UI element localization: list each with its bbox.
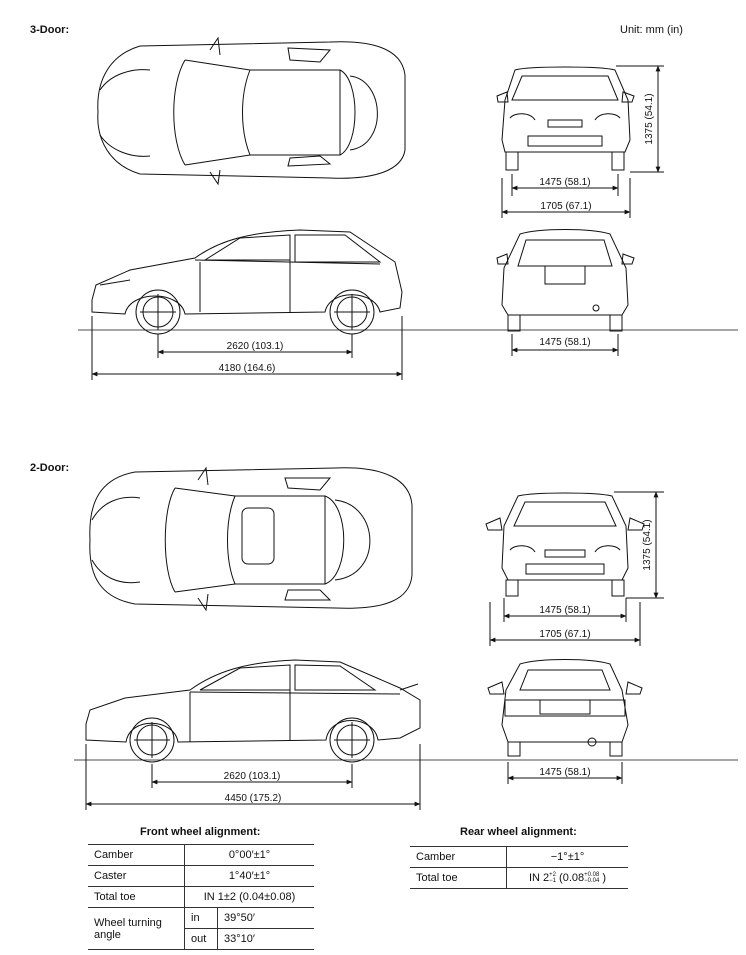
2door-height-label: 1375 (54.1): [642, 519, 653, 570]
total-toe-value: IN 1±2 (0.04±0.08): [184, 886, 314, 908]
rear-toe-tolerance: +2−1: [549, 872, 556, 884]
table-row: Total toe IN 2+2−1 (0.08+0.08−0.04 ): [410, 867, 628, 889]
rear-toe-lower: −1: [549, 878, 556, 885]
3door-rear-view: [496, 229, 635, 332]
table-row: Camber 0°00′±1°: [88, 844, 314, 866]
rear-toe-inch-lower: −0.04: [584, 878, 600, 885]
wheel-turning-angle-label: Wheel turning angle: [88, 907, 185, 950]
2door-length-label: 4450 (175.2): [225, 793, 282, 804]
3door-side-view: [91, 229, 403, 335]
2door-side-view: [85, 659, 421, 763]
section-title-2-door: 2-Door:: [30, 462, 70, 474]
turning-out-value: 33°10′: [217, 928, 314, 950]
front-alignment-table: Camber 0°00′±1° Caster 1°40′±1° Total to…: [88, 844, 314, 950]
3door-front-width-label: 1705 (67.1): [540, 201, 591, 212]
turning-out-label: out: [184, 928, 218, 950]
2door-wheelbase-label: 2620 (103.1): [224, 771, 281, 782]
total-toe-label: Total toe: [88, 886, 185, 908]
rear-toe-inch-upper: +0.08: [584, 872, 600, 879]
2door-front-width-label: 1705 (67.1): [539, 629, 590, 640]
front-alignment-title: Front wheel alignment:: [140, 826, 261, 838]
3door-length-label: 4180 (164.6): [219, 363, 276, 374]
3door-rear-track-label: 1475 (58.1): [539, 337, 590, 348]
3door-wheelbase-label: 2620 (103.1): [227, 341, 284, 352]
table-row: Total toe IN 1±2 (0.04±0.08): [88, 886, 314, 908]
rear-alignment-title: Rear wheel alignment:: [460, 826, 577, 838]
rear-total-toe-value: IN 2+2−1 (0.08+0.08−0.04 ): [506, 867, 628, 889]
table-row: Wheel turning angle in 39°50′: [88, 907, 314, 950]
rear-total-toe-label: Total toe: [410, 867, 507, 889]
3door-front-view: [496, 66, 635, 171]
table-row: Caster 1°40′±1°: [88, 865, 314, 887]
unit-label: Unit: mm (in): [620, 24, 683, 36]
rear-toe-inch-tolerance: +0.08−0.04: [584, 872, 599, 884]
rear-toe-inch: (0.08: [555, 871, 585, 884]
vehicle-dimension-drawings: 1475 (58.1) 1705 (67.1) 1375 (54.1) 1475…: [74, 36, 738, 810]
2door-top-view: [89, 466, 413, 612]
2door-rear-track-label: 1475 (58.1): [539, 767, 590, 778]
turning-in-value: 39°50′: [217, 907, 314, 929]
camber-value: 0°00′±1°: [184, 844, 314, 866]
rear-toe-suffix: ): [599, 871, 607, 884]
rear-camber-label: Camber: [410, 846, 507, 868]
3door-front-track-label: 1475 (58.1): [539, 177, 590, 188]
rear-toe-prefix: IN 2: [528, 871, 550, 884]
turning-in-label: in: [184, 907, 218, 929]
camber-label: Camber: [88, 844, 185, 866]
section-title-3-door: 3-Door:: [30, 24, 70, 36]
rear-camber-value: −1°±1°: [506, 846, 628, 868]
rear-alignment-table: Camber −1°±1° Total toe IN 2+2−1 (0.08+0…: [410, 846, 628, 889]
caster-value: 1°40′±1°: [184, 865, 314, 887]
rear-toe-upper: +2: [549, 872, 556, 879]
2door-front-track-label: 1475 (58.1): [539, 605, 590, 616]
table-row: out 33°10′: [88, 928, 314, 950]
table-row: Camber −1°±1°: [410, 846, 628, 868]
3door-top-view: [97, 36, 406, 186]
3door-height-label: 1375 (54.1): [644, 93, 655, 144]
2door-rear-view: [487, 659, 643, 757]
2door-front-view: [485, 492, 645, 597]
caster-label: Caster: [88, 865, 185, 887]
